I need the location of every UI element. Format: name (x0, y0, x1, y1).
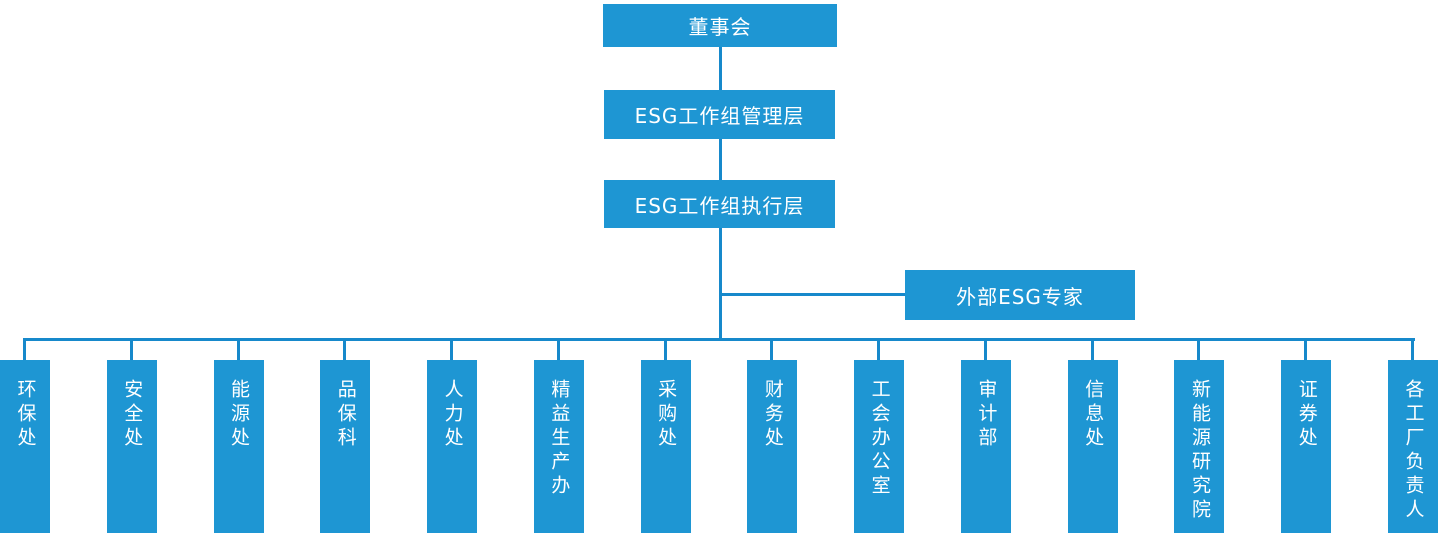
org-node-department-label: 证券处 (1295, 379, 1318, 451)
org-node-department-label: 采购处 (655, 379, 678, 451)
org-node-department-2: 能源处 (213, 338, 264, 533)
org-node-board: 董事会 (603, 4, 837, 47)
connector-stub (1197, 338, 1201, 360)
connector-stub (129, 338, 133, 360)
connector-stub (663, 338, 667, 360)
org-node-department-3: 品保科 (320, 338, 371, 533)
connector-external-expert (720, 293, 905, 296)
connector-stub (236, 338, 240, 360)
org-node-department-label: 财务处 (761, 379, 784, 451)
org-node-esg-management-label: ESG工作组管理层 (634, 104, 805, 128)
connector-board-management (719, 47, 722, 90)
org-node-department-label: 人力处 (441, 379, 464, 451)
org-node-department-6: 采购处 (640, 338, 691, 533)
org-node-department-label: 信息处 (1082, 379, 1105, 451)
org-node-department-12: 证券处 (1281, 338, 1332, 533)
org-node-board-label: 董事会 (688, 15, 752, 39)
org-node-department-label: 安全处 (121, 379, 144, 451)
org-node-department-label: 新能源研究院 (1188, 379, 1211, 523)
connector-stub (343, 338, 347, 360)
org-node-department-0: 环保处 (0, 338, 50, 533)
org-node-department-label: 审计部 (975, 379, 998, 451)
org-node-department-5: 精益生产办 (533, 338, 584, 533)
connector-stub (23, 338, 26, 360)
org-node-department-label: 工会办公室 (868, 379, 891, 499)
connector-stub (1090, 338, 1094, 360)
org-node-external-esg-expert-label: 外部ESG专家 (956, 284, 1084, 309)
org-node-department-label: 精益生产办 (548, 379, 571, 499)
org-node-esg-execution-label: ESG工作组执行层 (634, 193, 805, 218)
connector-stub (983, 338, 987, 360)
org-node-department-label: 能源处 (228, 379, 251, 451)
connector-stub (450, 338, 454, 360)
org-node-department-label: 环保处 (14, 379, 37, 451)
org-node-esg-execution: ESG工作组执行层 (604, 180, 835, 228)
org-node-department-9: 审计部 (960, 338, 1011, 533)
org-node-department-10: 信息处 (1067, 338, 1118, 533)
connector-management-execution (719, 139, 722, 180)
connector-stub (770, 338, 774, 360)
connector-stub (1304, 338, 1308, 360)
org-node-external-esg-expert: 外部ESG专家 (905, 270, 1135, 320)
org-node-department-11: 新能源研究院 (1174, 338, 1225, 533)
org-node-esg-management: ESG工作组管理层 (604, 90, 835, 139)
connector-stub (1411, 338, 1414, 360)
org-node-department-label: 品保科 (334, 379, 357, 451)
connector-stub (877, 338, 881, 360)
org-node-department-4: 人力处 (427, 338, 478, 533)
org-node-department-8: 工会办公室 (854, 338, 905, 533)
org-node-department-7: 财务处 (747, 338, 798, 533)
org-node-department-13: 各工厂负责人 (1388, 338, 1438, 533)
org-node-department-label: 各工厂负责人 (1402, 379, 1425, 523)
connector-department-bus (24, 338, 1415, 341)
connector-execution-trunk (719, 228, 722, 341)
org-node-department-1: 安全处 (106, 338, 157, 533)
connector-stub (556, 338, 560, 360)
